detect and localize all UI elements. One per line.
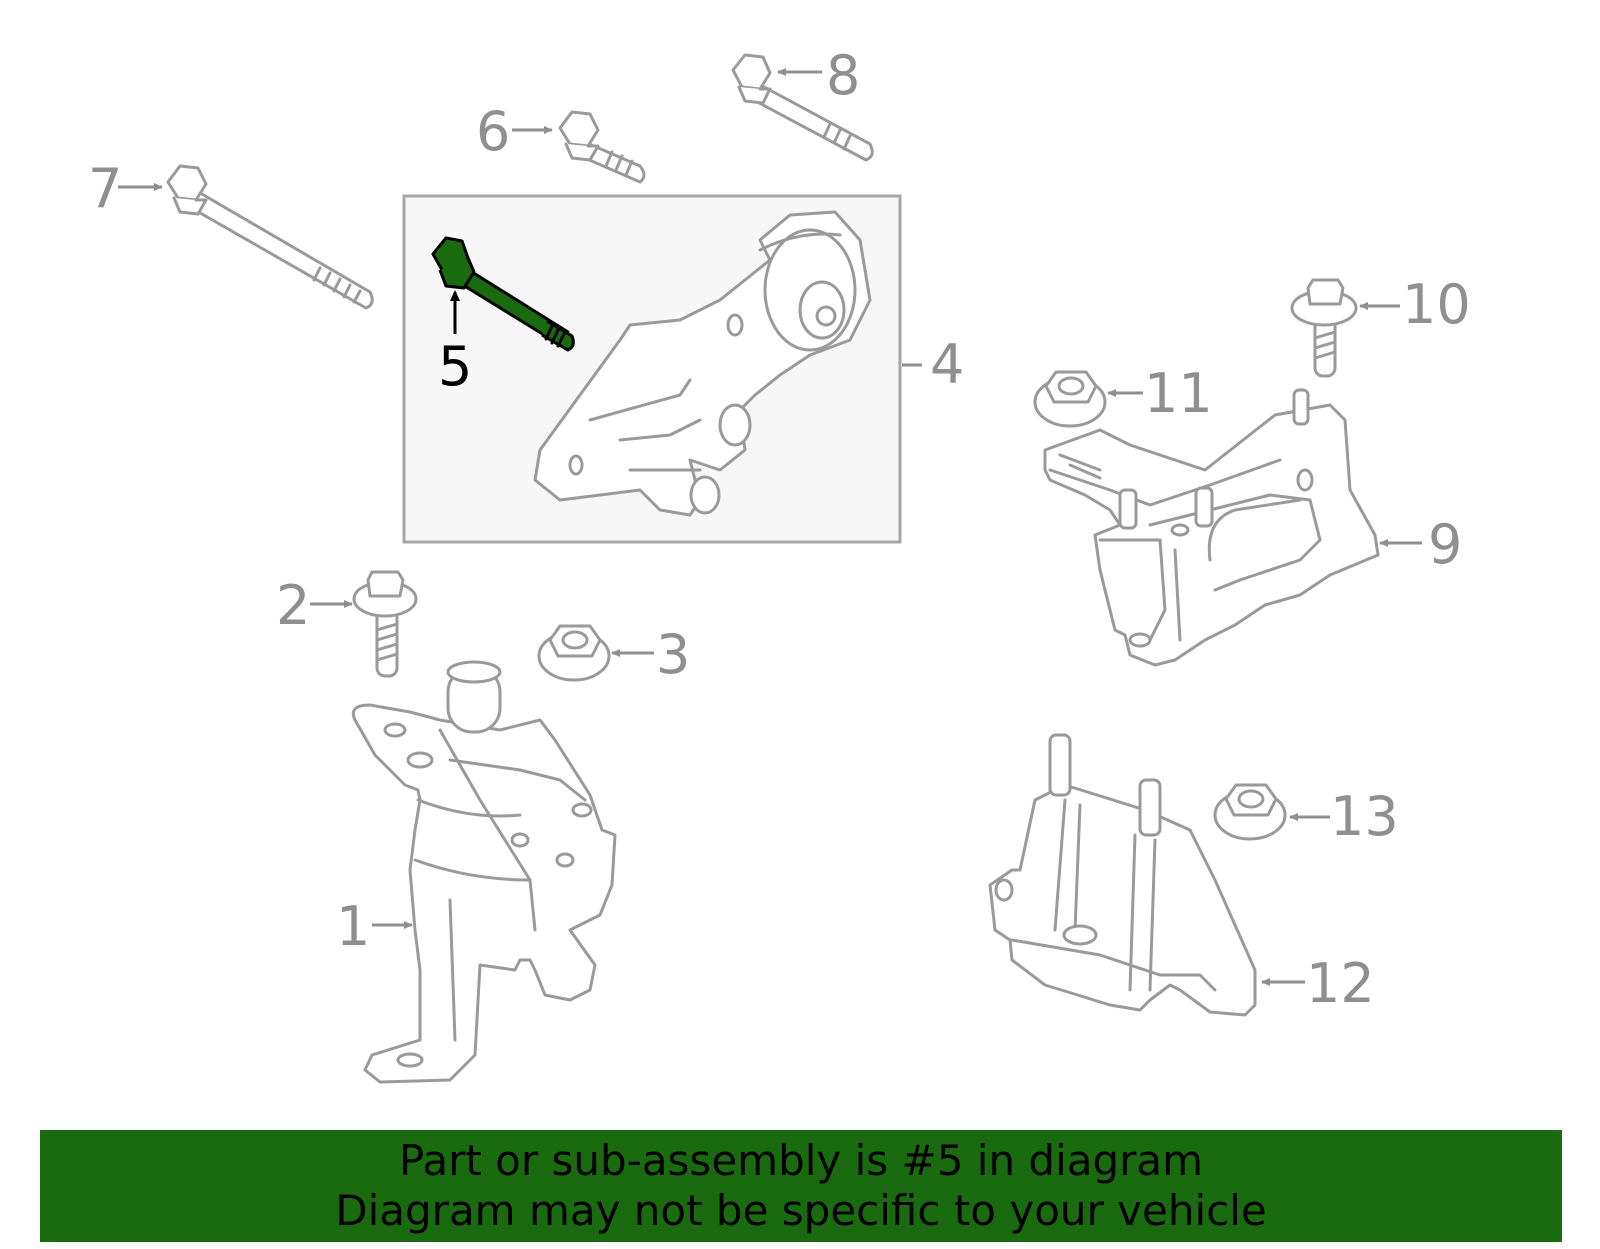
part-6-bolt [558, 110, 646, 184]
callout-1: 1 [336, 895, 370, 958]
caption-line-1: Part or sub-assembly is #5 in diagram [398, 1136, 1204, 1185]
callout-2: 2 [276, 574, 310, 637]
callout-11: 11 [1144, 362, 1213, 425]
part-11-flange-nut [1033, 370, 1107, 428]
part-9-transmission-mount [1043, 388, 1380, 667]
callout-4: 4 [930, 333, 964, 396]
part-13-flange-nut [1213, 783, 1287, 841]
part-2-flange-bolt [352, 570, 418, 678]
callout-5: 5 [438, 335, 472, 398]
caption-line-2: Diagram may not be specific to your vehi… [335, 1186, 1267, 1235]
part-1-engine-mount [351, 660, 617, 1084]
callout-12: 12 [1306, 952, 1375, 1015]
callout-13: 13 [1330, 785, 1399, 848]
callout-10: 10 [1402, 273, 1471, 336]
part-8-bolt [731, 53, 874, 162]
callout-3: 3 [656, 623, 690, 686]
parts-diagram: 1 2 3 4 5 6 7 8 9 10 11 12 13 [88, 44, 1471, 1084]
part-7-bolt [166, 164, 374, 310]
part-12-mount [988, 733, 1257, 1017]
part-10-flange-bolt [1290, 278, 1358, 378]
part-3-flange-nut [537, 624, 611, 682]
caption-banner: Part or sub-assembly is #5 in diagram Di… [40, 1130, 1562, 1242]
part-4-mount-bracket [533, 210, 872, 517]
callout-7: 7 [88, 157, 122, 220]
callout-8: 8 [826, 44, 860, 107]
part-5-bolt-highlighted [431, 236, 575, 352]
callout-9: 9 [1428, 513, 1462, 576]
callout-6: 6 [476, 100, 510, 163]
